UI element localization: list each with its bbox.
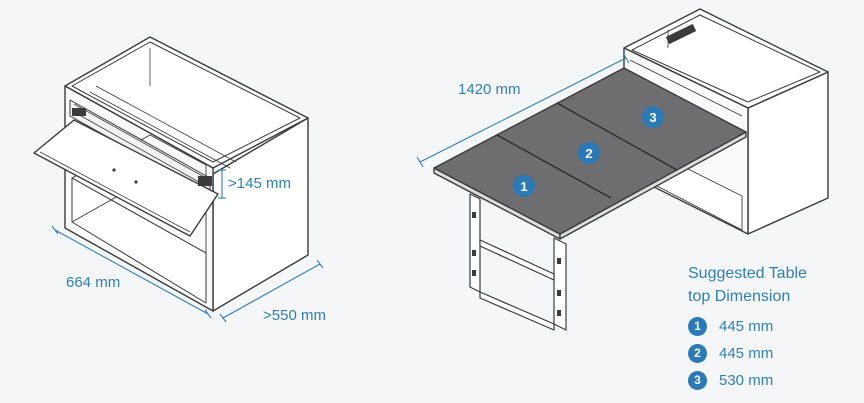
side-label: >550 mm	[263, 307, 326, 324]
section-badge-3-label: 3	[649, 110, 656, 125]
width-label: 664 mm	[66, 274, 121, 291]
legend-value-3: 530 mm	[719, 371, 774, 389]
section-divider-2	[556, 102, 678, 171]
cabinet-dimension-lines	[51, 169, 324, 323]
width-dimension-line	[54, 229, 209, 315]
cabinet-flap	[33, 119, 219, 237]
legend-item-1: 1 445 mm	[688, 316, 773, 336]
legend-title-line1: Suggested Table	[688, 265, 807, 282]
legend-badge-2: 2	[688, 343, 707, 363]
legend-item-2: 2 445 mm	[688, 343, 773, 363]
table-leg-right	[553, 237, 567, 331]
side-dimension-line	[222, 263, 321, 319]
table-length-label: 1420 mm	[458, 81, 521, 98]
section-badges: 1 2 3	[513, 106, 664, 197]
section-badge-1	[513, 175, 535, 197]
legend-title: Suggested Table top Dimension	[688, 262, 858, 308]
legend-badge-3: 3	[688, 370, 707, 390]
section-badge-1-label: 1	[520, 179, 527, 194]
section-badge-2	[578, 142, 600, 164]
table-leg-left	[469, 193, 481, 293]
legend-value-2: 445 mm	[719, 344, 774, 362]
legend-title-line2: top Dimension	[688, 288, 791, 305]
legend-badge-1: 1	[688, 316, 707, 336]
legend-value-1: 445 mm	[719, 317, 774, 335]
depth-label: >145 mm	[228, 175, 291, 192]
section-badge-3	[642, 106, 664, 128]
section-divider-1	[496, 134, 612, 199]
section-badge-2-label: 2	[585, 146, 592, 161]
legend-item-3: 3 530 mm	[688, 370, 773, 390]
table-length-dimension	[416, 52, 630, 168]
closed-cabinet	[33, 36, 309, 312]
